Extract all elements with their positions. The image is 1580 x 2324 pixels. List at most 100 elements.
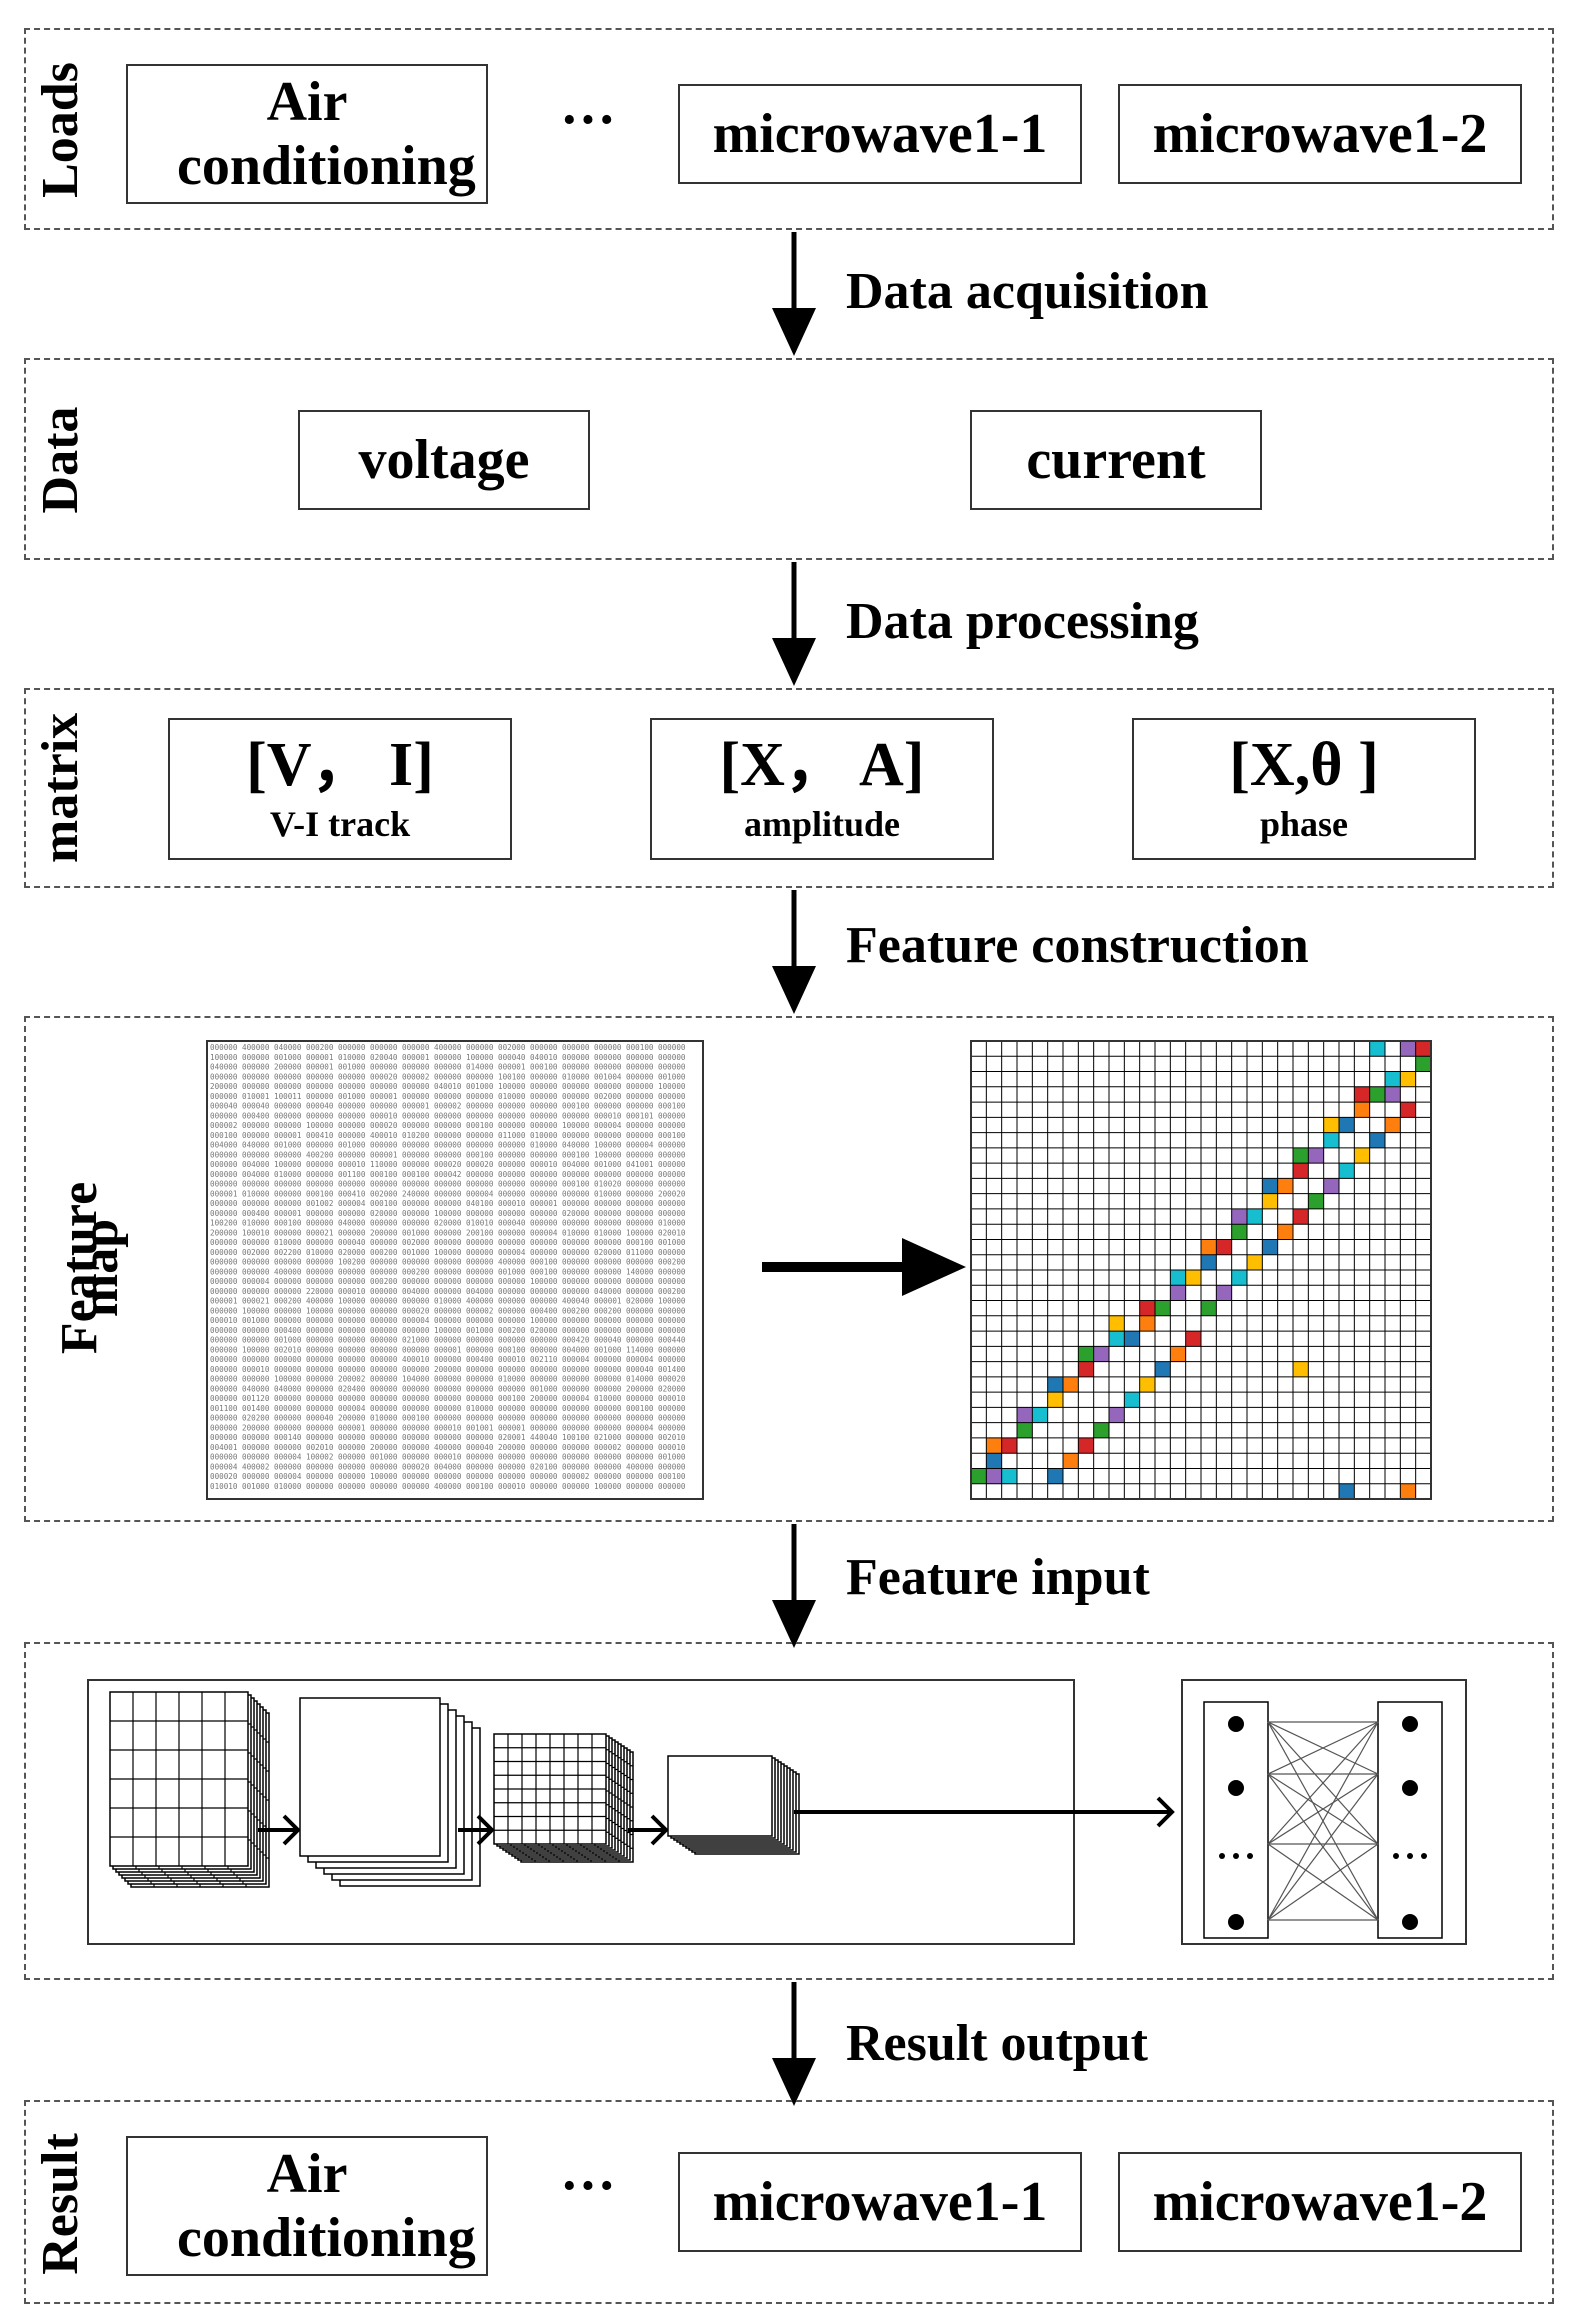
trajectory-cell	[1262, 1178, 1278, 1194]
numeric-matrix-row: 004001 000000 000000 002010 000000 20000…	[210, 1443, 686, 1452]
numeric-matrix-row: 000000 000000 001000 000000 000000 00000…	[210, 1336, 686, 1345]
trajectory-cell	[1308, 1147, 1324, 1164]
numeric-matrix-row: 000002 000000 000000 100000 000000 00002…	[210, 1121, 686, 1130]
trajectory-cell	[1170, 1285, 1186, 1301]
fc-connection	[1267, 1721, 1379, 1845]
trajectory-cell	[1323, 1117, 1339, 1133]
trajectory-cell	[1385, 1086, 1401, 1103]
trajectory-cell	[1354, 1086, 1370, 1103]
trajectory-cell	[1093, 1422, 1109, 1438]
fc-frame	[1181, 1679, 1467, 1945]
trajectory-cell	[1139, 1300, 1155, 1316]
trajectory-cell	[1277, 1224, 1293, 1240]
trajectory-cell	[1323, 1178, 1339, 1194]
trajectory-cell	[1293, 1208, 1309, 1225]
fc-connection	[1267, 1773, 1379, 1921]
trajectory-cell	[1201, 1254, 1217, 1270]
numeric-matrix-row: 000000 000000 000000 000000 000000 00002…	[210, 1072, 686, 1081]
numeric-matrix-row: 000000 000000 000000 000000 000000 00000…	[210, 1180, 686, 1189]
fc-connection	[1267, 1843, 1379, 1921]
fc-ellipsis-dot	[1421, 1853, 1427, 1859]
numeric-matrix-row: 000001 010000 000000 000100 000410 00200…	[210, 1189, 686, 1198]
trajectory-cell	[1339, 1117, 1355, 1133]
trajectory-cell	[1400, 1483, 1416, 1499]
numeric-matrix-row: 200000 100010 000000 000021 000000 20000…	[210, 1228, 686, 1237]
arrow-result-output	[772, 1982, 816, 2106]
fc-neuron	[1228, 1716, 1244, 1732]
result-section: Result Air conditioning ··· microwave1-1…	[24, 2100, 1554, 2304]
matrix-formula: [X， A]	[719, 731, 925, 800]
trajectory-cell	[1139, 1376, 1155, 1393]
trajectory-cell	[1185, 1331, 1201, 1347]
matrix-box-phase: [X,θ ] phase	[1132, 718, 1476, 860]
arrow-feature-input	[772, 1524, 816, 1648]
result-box-air-conditioning: Air conditioning	[126, 2136, 488, 2276]
trajectory-cell	[1017, 1422, 1033, 1438]
trajectory-cell	[1339, 1483, 1355, 1499]
result-box-microwave1-2: microwave1-2	[1118, 2152, 1522, 2252]
data-item-label: voltage	[358, 428, 530, 491]
trajectory-cell	[1124, 1392, 1140, 1408]
numeric-matrix-row: 000040 000040 000000 000040 000000 00000…	[210, 1102, 686, 1111]
result-box-microwave1-1: microwave1-1	[678, 2152, 1082, 2252]
arrow-input-to-conv	[258, 1814, 301, 1846]
layer-grid	[110, 1692, 248, 1866]
trajectory-cell	[1109, 1407, 1125, 1423]
arrow-conv-to-pool	[458, 1814, 495, 1846]
numeric-matrix-row: 000000 000400 000000 000000 000000 00001…	[210, 1111, 686, 1120]
load-box-microwave1-2: microwave1-2	[1118, 84, 1522, 184]
feature-image-grid	[970, 1040, 1432, 1500]
load-box-microwave1-1: microwave1-1	[678, 84, 1082, 184]
numeric-matrix-row: 000001 000021 000200 400000 100000 00000…	[210, 1297, 686, 1306]
grid-frame	[970, 1040, 1432, 1500]
trajectory-cell	[1369, 1086, 1385, 1103]
numeric-matrix: 000000 400000 040000 000200 000000 00000…	[206, 1040, 704, 1500]
trajectory-cell	[1323, 1132, 1339, 1148]
result-item-label: Air conditioning	[177, 2142, 476, 2269]
data-box-voltage: voltage	[298, 410, 590, 510]
trajectory-cell	[1078, 1437, 1094, 1454]
fc-neuron	[1402, 1780, 1418, 1796]
arrow-to-fully-connected	[794, 1796, 1175, 1828]
trajectory-cell	[1354, 1102, 1370, 1118]
trajectory-cell	[1216, 1285, 1232, 1301]
result-section-label: Result	[32, 2133, 89, 2275]
trajectory-cell	[1109, 1315, 1125, 1332]
grid-lines	[970, 1040, 1432, 1500]
numeric-matrix-row: 000000 400000 040000 000200 000000 00000…	[210, 1043, 686, 1052]
step-label-feature-construction: Feature construction	[846, 917, 1309, 974]
numeric-matrix-row: 000000 000004 000000 000000 000000 00020…	[210, 1277, 686, 1286]
arrow-data-acquisition	[772, 232, 816, 356]
arrow-matrix-to-image	[762, 1238, 966, 1296]
numeric-matrix-row: 001100 001400 000000 000000 000004 00000…	[210, 1404, 686, 1413]
trajectory-cell	[1109, 1331, 1125, 1347]
trajectory-cell	[1093, 1346, 1109, 1362]
numeric-matrix-row: 000000 000000 000140 000000 000000 00000…	[210, 1433, 686, 1442]
trajectory-cell	[1400, 1071, 1416, 1087]
trajectory-cells	[971, 1041, 1431, 1499]
fc-column-left	[1203, 1701, 1269, 1939]
fc-ellipsis-dot	[1219, 1853, 1225, 1859]
trajectory-cell	[971, 1468, 987, 1484]
fc-connections	[1267, 1721, 1379, 1921]
trajectory-cell	[1400, 1041, 1416, 1057]
trajectory-cell	[1231, 1270, 1247, 1286]
trajectory-cell	[1369, 1041, 1385, 1057]
arrow-head	[282, 1814, 301, 1846]
numeric-matrix-row: 000000 004000 100000 000000 000010 11000…	[210, 1160, 686, 1169]
result-item-label: microwave1-1	[712, 2170, 1048, 2233]
feature-map-section: Feature map 000000 400000 040000 000200 …	[24, 1016, 1554, 1522]
trajectory-cell	[1001, 1437, 1017, 1454]
result-item-label: microwave1-2	[1152, 2170, 1488, 2233]
loads-section: Loads Air conditioning ··· microwave1-1 …	[24, 28, 1554, 230]
data-box-current: current	[970, 410, 1262, 510]
trajectory-cell	[1293, 1147, 1309, 1164]
trajectory-cell	[986, 1437, 1002, 1454]
trajectory-cell	[1201, 1239, 1217, 1255]
numeric-matrix-row: 000000 000000 400000 000000 000000 00000…	[210, 1267, 686, 1276]
trajectory-cell	[1139, 1315, 1155, 1332]
trajectory-cell	[1385, 1071, 1401, 1087]
fully-connected-layer	[1203, 1701, 1443, 1939]
trajectory-cell	[1047, 1392, 1063, 1408]
arrow-head	[476, 1814, 495, 1846]
